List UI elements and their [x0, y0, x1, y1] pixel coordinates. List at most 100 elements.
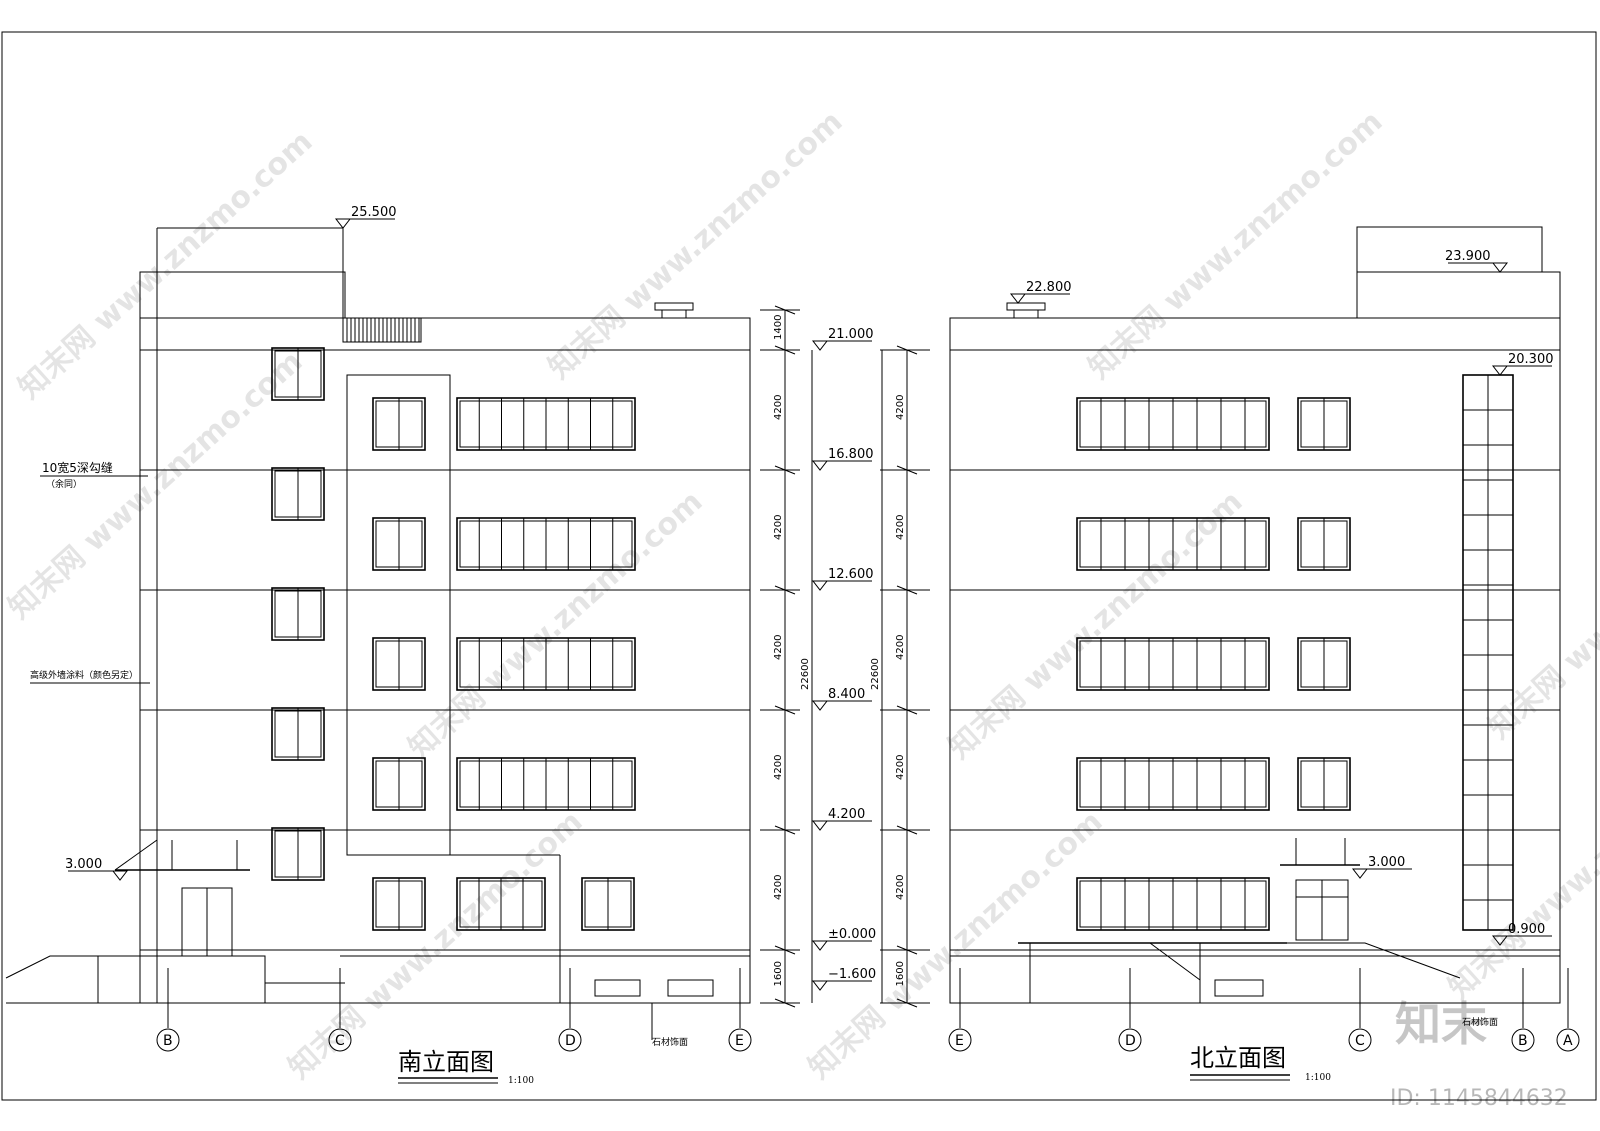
south-title: 南立面图 [398, 1048, 494, 1076]
north-axis-circle [948, 1028, 972, 1052]
north-floor-lines [950, 349, 1560, 951]
north-elev-tower-value: 23.900 [1445, 249, 1491, 264]
north-dim-value: 4200 [895, 635, 906, 660]
north-dimensions: 4200 4200 4200 4200 4200 1600 22600 [870, 345, 930, 1008]
north-elevation-marks: 22.800 23.900 20.300 3.000 0.900 [1009, 249, 1554, 946]
north-dim-value: 4200 [895, 395, 906, 420]
south-dim-value: 1400 [773, 315, 784, 340]
south-basement-window [594, 979, 641, 997]
watermark-text: 知末网 www.znzmo.com [402, 484, 709, 766]
south-axis-label: D [565, 1033, 576, 1049]
south-windows [271, 347, 636, 931]
south-dim-total: 22600 [800, 658, 811, 690]
south-elev-mark-value: −1.600 [828, 967, 876, 982]
north-elev-canopy-triangle [1351, 868, 1369, 879]
south-elev-mark-triangle [811, 700, 829, 711]
south-elev-mark-triangle [811, 820, 829, 831]
north-elev-canopy-value: 3.000 [1368, 855, 1405, 870]
north-stair-ramp [1287, 942, 1461, 979]
watermark-logo: 知末 [1395, 997, 1487, 1051]
north-roof-vent [1006, 302, 1046, 311]
north-elev-tower-triangle [1491, 262, 1509, 273]
south-elev-mark-value: 21.000 [828, 327, 874, 342]
north-windows [1076, 397, 1351, 931]
south-stair-tower [139, 271, 346, 319]
south-railing-bars [346, 318, 420, 342]
watermark-text: 知末网 www.znzmo.com [282, 804, 589, 1086]
north-elevation: 4200 4200 4200 4200 4200 1600 22600 22.800 23.9… [870, 226, 1580, 1083]
watermark-layer: 知末网 www.znzmo.com 知末网 www.znzmo.com 知末网 ww… [2, 104, 1600, 1086]
south-dim-value: 1600 [773, 961, 784, 986]
north-roof-box [1356, 271, 1561, 319]
south-axis-circle [558, 1028, 582, 1052]
south-elev-mark-value: 16.800 [828, 447, 874, 462]
north-dim-value: 4200 [895, 755, 906, 780]
south-note-joint: 10宽5深勾缝 [42, 460, 113, 475]
south-note-joint-sub: （余同） [46, 478, 82, 490]
north-stair-tower [1356, 226, 1543, 273]
south-note-paint: 高级外墙涂料（颜色另定） [30, 669, 138, 681]
north-axis-label: B [1518, 1033, 1528, 1049]
north-elev-curtain-triangle [1491, 365, 1509, 376]
drawing-frame [1, 31, 1597, 1101]
south-axis-circle [328, 1028, 352, 1052]
north-axis-label: E [955, 1033, 964, 1049]
north-dim-value: 1600 [895, 961, 906, 986]
south-dim-value: 4200 [773, 635, 784, 660]
south-axis-label: E [735, 1033, 744, 1049]
north-note-stone: 石材饰面 [1462, 1016, 1498, 1028]
south-roof-vent [654, 302, 694, 311]
north-scale: 1:100 [1305, 1073, 1331, 1083]
north-axis-label: D [1125, 1033, 1136, 1049]
north-axis-label: A [1563, 1033, 1573, 1049]
north-roof-vent-base [1013, 309, 1039, 319]
watermark-id: ID: 1145844632 [1390, 1086, 1568, 1111]
south-axis-circle [728, 1028, 752, 1052]
north-walkway-ramp [1149, 942, 1201, 981]
south-elev-mark-triangle [811, 940, 829, 951]
north-curtain-transoms [1463, 409, 1513, 901]
south-elevation-marks: 21.000 16.800 12.600 8.400 4.200 ±0.000 −1.600… [65, 205, 876, 991]
north-elev-roof-value: 22.800 [1026, 280, 1072, 295]
south-axis-label: C [335, 1033, 345, 1049]
south-roof-vent-base [661, 309, 687, 319]
north-axis-label: C [1355, 1033, 1365, 1049]
south-elev-mark-value: 12.600 [828, 567, 874, 582]
watermark-text: 知末网 www.znzmo.com [542, 104, 849, 386]
south-basement-window [667, 979, 714, 997]
south-elev-roof-triangle [334, 218, 352, 229]
south-stair-ramp [5, 955, 266, 1003]
south-elev-mark-triangle [811, 580, 829, 591]
south-elev-canopy-triangle [111, 870, 129, 881]
south-dim-value: 4200 [773, 515, 784, 540]
watermark-text: 知末网 www.znzmo.com [1482, 464, 1600, 746]
south-elev-mark-value: 4.200 [828, 807, 865, 822]
south-elev-mark-triangle [811, 340, 829, 351]
south-dim-value: 4200 [773, 395, 784, 420]
north-dim-value: 4200 [895, 515, 906, 540]
north-elev-base-value: 0.900 [1508, 922, 1545, 937]
watermark-text: 知末网 www.znzmo.com [942, 484, 1249, 766]
south-elev-mark-value: 8.400 [828, 687, 865, 702]
south-elev-mark-value: ±0.000 [828, 927, 876, 942]
south-scale: 1:100 [508, 1076, 534, 1086]
north-dim-total: 22600 [870, 658, 881, 690]
south-axis-circle [156, 1028, 180, 1052]
south-floor-lines [140, 349, 750, 951]
south-elev-mark-triangle [811, 460, 829, 471]
north-dim-value: 4200 [895, 875, 906, 900]
watermark-text: 知末网 www.znzmo.com [1082, 104, 1389, 386]
north-axis-circle [1511, 1028, 1535, 1052]
south-elev-mark-triangle [811, 980, 829, 991]
north-axis-circle [1118, 1028, 1142, 1052]
south-note-stone: 石材饰面 [652, 1036, 688, 1048]
north-elev-curtain-value: 20.300 [1508, 352, 1554, 367]
south-dim-value: 4200 [773, 875, 784, 900]
north-axis-circle [1348, 1028, 1372, 1052]
south-elev-canopy-value: 3.000 [65, 857, 102, 872]
